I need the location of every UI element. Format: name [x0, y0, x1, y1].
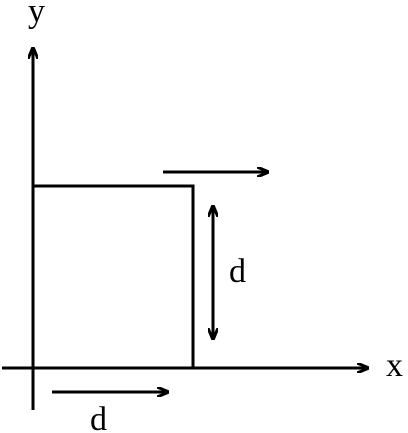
- y-axis-label: y: [28, 0, 45, 30]
- base-label: d: [90, 401, 107, 433]
- height-label: d: [229, 253, 246, 290]
- x-axis-label: x: [386, 347, 403, 384]
- square-loop: [33, 184, 195, 368]
